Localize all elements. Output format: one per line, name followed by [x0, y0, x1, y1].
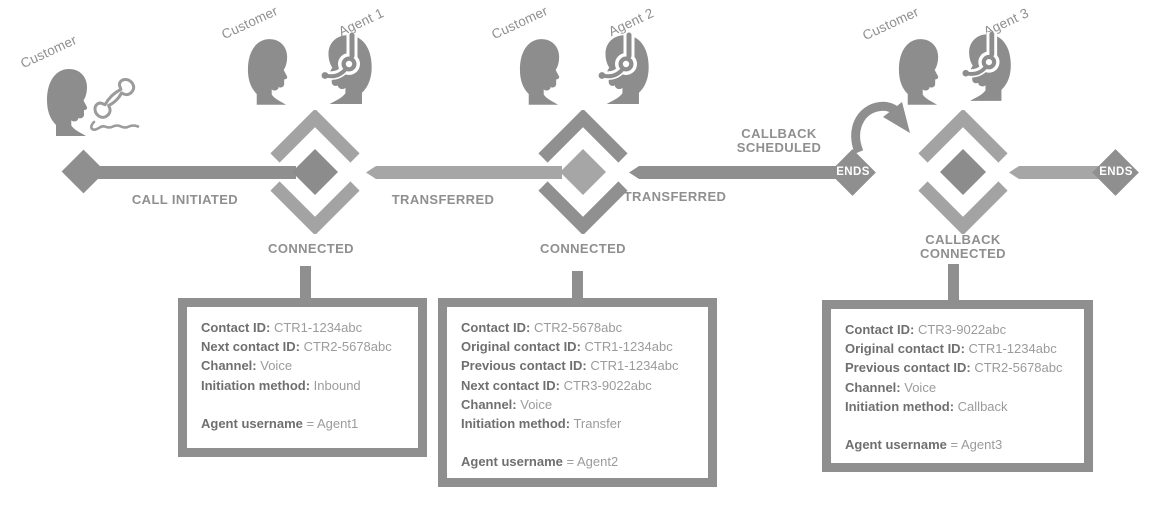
stage-transferred-1: TRANSFERRED [391, 192, 495, 207]
ctr1-row: Contact ID: CTR1-1234abc [201, 320, 363, 335]
connected-marker-2 [538, 110, 628, 234]
timeline-segment-callback [1009, 166, 1116, 179]
ctr1-row: Next contact ID: CTR2-5678abc [201, 339, 392, 355]
ctr3-row: Contact ID: CTR3-9022abc [845, 322, 1007, 337]
connected-marker-1 [270, 110, 360, 234]
stage-callback-connected: CALLBACK CONNECTED [920, 232, 1006, 261]
ctr-box-1: Contact ID: CTR1-1234abc Next contact ID… [178, 298, 427, 457]
timeline-start-diamond [61, 149, 106, 194]
timeline-segment-transfer-2 [629, 166, 853, 179]
agent-headset-icon [595, 30, 653, 104]
ctr3-row: Initiation method: Callback [845, 398, 1008, 414]
stage-call-initiated: CALL INITIATED [131, 192, 239, 207]
ctr-box-3: Contact ID: CTR3-9022abc Original contac… [822, 300, 1093, 472]
phone-handset-icon [90, 77, 140, 131]
box-connector-stem-3 [948, 264, 959, 301]
ctr3-row: Original contact ID: CTR1-1234abc [845, 341, 1057, 357]
box-connector-stem-2 [572, 271, 583, 299]
ends-label-2: ENDS [1099, 166, 1133, 178]
stage-transferred-2: TRANSFERRED [623, 189, 727, 204]
curved-arrow-icon [851, 101, 910, 154]
ctr1-row: Channel: Voice [201, 358, 293, 374]
agent-headset-icon [318, 30, 376, 104]
ctr1-row: Initiation method: Inbound [201, 377, 361, 393]
ctr2-row: Contact ID: CTR2-5678abc [461, 320, 623, 335]
customer-icon [516, 36, 565, 105]
ctr2-row: Channel: Voice [461, 396, 553, 412]
ctr3-row: Previous contact ID: CTR2-5678abc [845, 360, 1063, 376]
ctr2-agent-row: Agent username = Agent2 [461, 454, 619, 470]
ctr3-agent-row: Agent username = Agent3 [845, 437, 1003, 453]
timeline-segment-call-initiated [84, 166, 296, 179]
stage-connected-2: CONNECTED [540, 241, 626, 256]
ctr2-row: Original contact ID: CTR1-1234abc [461, 339, 673, 355]
customer-icon [43, 66, 93, 136]
ctr-box-2: Contact ID: CTR2-5678abc Original contac… [438, 298, 717, 487]
ctr2-row: Initiation method: Transfer [461, 416, 622, 432]
ctr3-row: Channel: Voice [845, 379, 937, 395]
agent-headset-icon [959, 29, 1015, 101]
callback-connected-marker [918, 110, 1008, 234]
ends-label-1: ENDS [836, 166, 870, 178]
stage-connected-1: CONNECTED [268, 241, 354, 256]
timeline-segment-transfer-1 [366, 166, 562, 179]
customer-icon [244, 36, 293, 105]
ctr2-row: Previous contact ID: CTR1-1234abc [461, 358, 679, 374]
ctr1-agent-row: Agent username = Agent1 [201, 415, 359, 431]
ctr2-row: Next contact ID: CTR3-9022abc [461, 377, 652, 393]
box-connector-stem-1 [300, 266, 311, 299]
stage-callback-scheduled: CALLBACK SCHEDULED [736, 126, 822, 155]
customer-icon [895, 36, 944, 105]
